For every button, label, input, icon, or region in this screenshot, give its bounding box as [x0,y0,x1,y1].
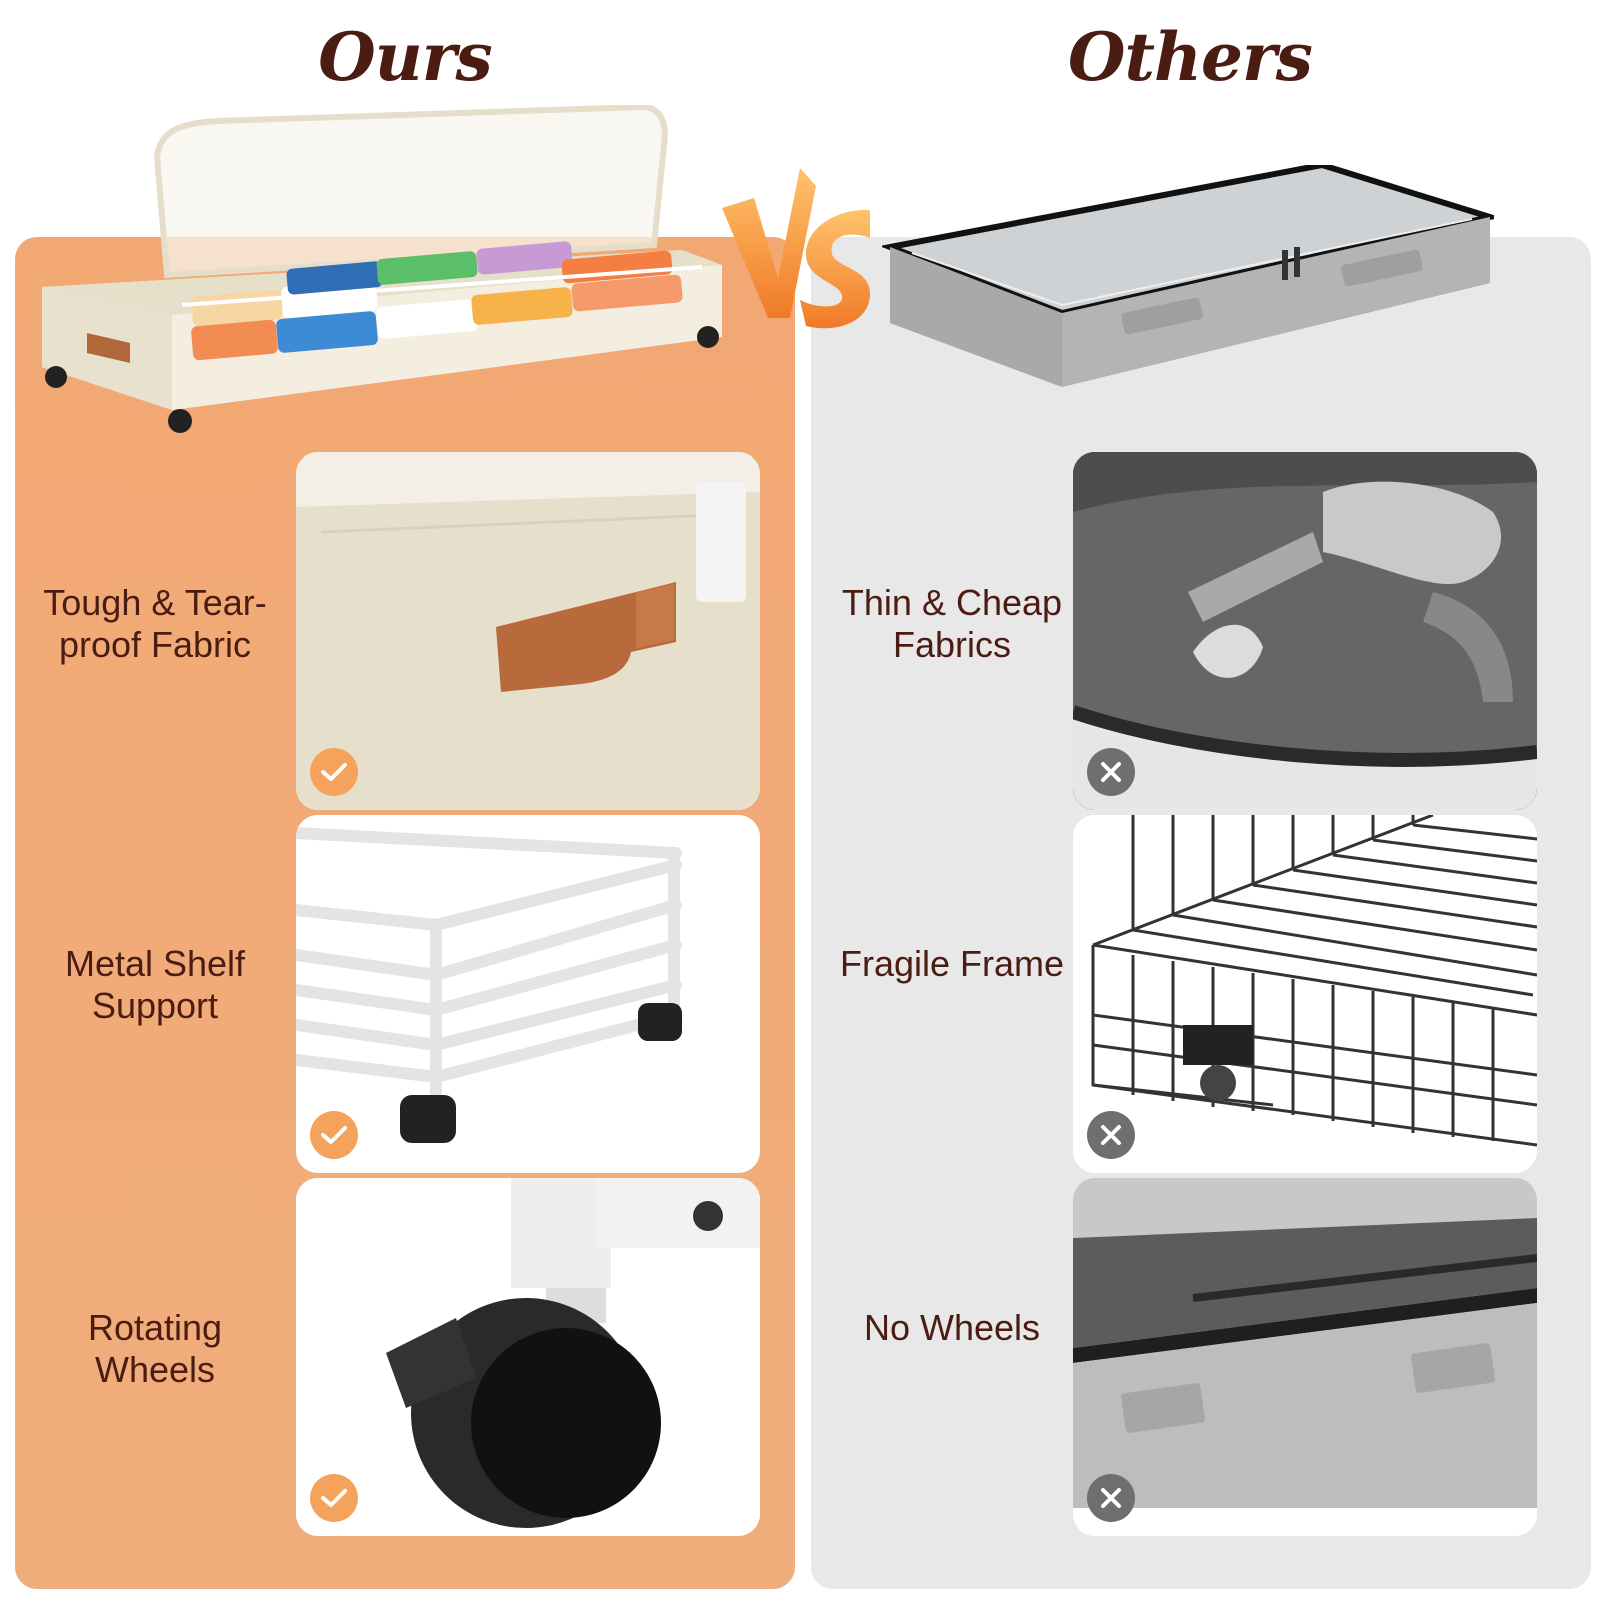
check-badge [310,1111,358,1159]
check-icon [321,1489,347,1507]
others-feature-label: No Wheels [863,1307,1041,1348]
others-feature-label: Fragile Frame [839,943,1065,984]
ours-feature-label: Tough & Tear-proof Fabric [43,582,267,665]
ours-feature-card-wheels [296,1178,760,1536]
ours-feature-card-metal-shelf [296,815,760,1173]
ours-title: Ours [318,18,492,96]
ours-feature-card-fabric [296,452,760,810]
ours-product-image [42,105,732,435]
others-feature-card-fabric [1073,452,1537,810]
others-product-image [882,165,1494,390]
check-icon [321,763,347,781]
vs-graphic: VS [720,168,880,338]
cross-badge [1087,748,1135,796]
others-feature-card-no-wheels [1073,1178,1537,1536]
others-title: Others [1068,18,1313,96]
cross-badge [1087,1111,1135,1159]
check-badge [310,748,358,796]
others-feature-card-wire-frame [1073,815,1537,1173]
ours-feature-label: Metal Shelf Support [64,943,246,1026]
check-badge [310,1474,358,1522]
cross-badge [1087,1474,1135,1522]
cross-icon [1101,1488,1121,1508]
others-feature-label: Thin & Cheap Fabrics [841,582,1063,665]
cross-icon [1101,762,1121,782]
cross-icon [1101,1125,1121,1145]
ours-feature-label: Rotating Wheels [87,1307,223,1390]
check-icon [321,1126,347,1144]
